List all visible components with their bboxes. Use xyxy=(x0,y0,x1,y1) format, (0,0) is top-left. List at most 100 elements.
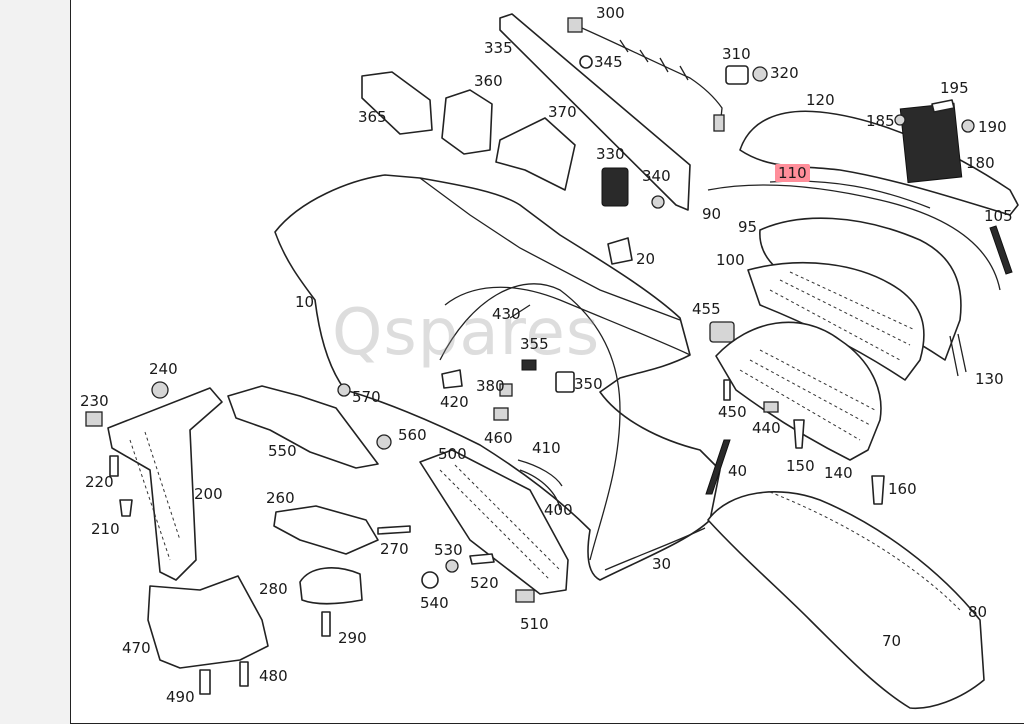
label-280: 280 xyxy=(259,580,288,598)
label-290: 290 xyxy=(338,629,367,647)
part-550-bracket xyxy=(227,385,379,469)
label-480: 480 xyxy=(259,667,288,685)
label-70: 70 xyxy=(882,632,902,650)
part-10-bumper-cover xyxy=(274,174,721,581)
part-300-connector xyxy=(567,17,583,33)
part-510-clip xyxy=(515,589,535,603)
part-320-ring xyxy=(752,66,768,82)
label-380: 380 xyxy=(476,377,505,395)
label-130: 130 xyxy=(975,370,1004,388)
part-450-screw xyxy=(723,379,731,401)
label-105: 105 xyxy=(984,207,1013,225)
label-95: 95 xyxy=(738,218,758,236)
label-210: 210 xyxy=(91,520,120,538)
part-140-mesh xyxy=(739,349,876,441)
part-130-strip xyxy=(949,333,967,377)
label-440: 440 xyxy=(752,419,781,437)
label-310: 310 xyxy=(722,45,751,63)
part-10-inner-edge xyxy=(419,177,681,321)
part-290-screw xyxy=(321,611,331,637)
label-560: 560 xyxy=(398,426,427,444)
label-140: 140 xyxy=(824,464,853,482)
part-150-screw xyxy=(793,419,805,449)
label-340: 340 xyxy=(642,167,671,185)
part-190-nut xyxy=(961,119,975,133)
label-120: 120 xyxy=(806,91,835,109)
label-360: 360 xyxy=(474,72,503,90)
part-200-bracket xyxy=(107,387,223,581)
part-100-ribs xyxy=(769,271,916,361)
label-180: 180 xyxy=(966,154,995,172)
part-30-strip xyxy=(604,527,706,571)
label-240: 240 xyxy=(149,360,178,378)
part-560-nut xyxy=(376,434,392,450)
label-260: 260 xyxy=(266,489,295,507)
label-410: 410 xyxy=(532,439,561,457)
part-70-valance xyxy=(707,491,985,710)
label-160: 160 xyxy=(888,480,917,498)
part-335-strip xyxy=(499,13,691,211)
part-440-plate xyxy=(763,401,779,413)
part-365-bracket xyxy=(361,71,433,135)
part-410-strip xyxy=(517,459,563,487)
part-460-clip xyxy=(493,407,509,421)
label-520: 520 xyxy=(470,574,499,592)
part-350-sensor xyxy=(555,371,575,393)
part-530-clip xyxy=(445,559,459,573)
label-150: 150 xyxy=(786,457,815,475)
label-470: 470 xyxy=(122,639,151,657)
label-530: 530 xyxy=(434,541,463,559)
label-550: 550 xyxy=(268,442,297,460)
label-420: 420 xyxy=(440,393,469,411)
part-380-clip xyxy=(499,383,513,397)
part-180-grille xyxy=(899,102,963,184)
part-300-branches xyxy=(619,39,689,81)
part-370-cover xyxy=(495,117,576,191)
label-10: 10 xyxy=(295,293,315,311)
label-110: 110 xyxy=(775,164,810,182)
label-300: 300 xyxy=(596,4,625,22)
part-500-ribs xyxy=(439,464,561,581)
label-490: 490 xyxy=(166,688,195,706)
part-195-bolt xyxy=(931,99,955,113)
part-105-strip xyxy=(989,225,1013,275)
part-280-duct xyxy=(299,567,363,605)
label-80: 80 xyxy=(968,603,988,621)
label-30: 30 xyxy=(652,555,672,573)
part-240-nut xyxy=(151,381,169,399)
label-40: 40 xyxy=(728,462,748,480)
part-230-clip xyxy=(85,411,103,427)
label-455: 455 xyxy=(692,300,721,318)
label-270: 270 xyxy=(380,540,409,558)
label-540: 540 xyxy=(420,594,449,612)
label-460: 460 xyxy=(484,429,513,447)
part-420-pin xyxy=(441,369,463,389)
part-160-screw xyxy=(871,475,885,505)
label-430: 430 xyxy=(492,305,521,323)
part-220-screw xyxy=(109,455,119,477)
label-185: 185 xyxy=(866,112,895,130)
part-270-screw xyxy=(377,525,411,535)
part-500-absorber xyxy=(419,449,569,595)
part-310-sensor xyxy=(725,65,749,85)
label-195: 195 xyxy=(940,79,969,97)
part-200-ribs xyxy=(129,431,181,561)
label-190: 190 xyxy=(978,118,1007,136)
label-230: 230 xyxy=(80,392,109,410)
label-370: 370 xyxy=(548,103,577,121)
label-355: 355 xyxy=(520,335,549,353)
part-345-clip xyxy=(579,55,593,69)
label-330: 330 xyxy=(596,145,625,163)
part-400-strip xyxy=(519,469,561,511)
label-510: 510 xyxy=(520,615,549,633)
part-330-unit xyxy=(601,167,629,207)
label-20: 20 xyxy=(636,250,656,268)
label-335: 335 xyxy=(484,39,513,57)
part-355-clip xyxy=(521,359,537,371)
part-490-screw xyxy=(199,669,211,695)
label-320: 320 xyxy=(770,64,799,82)
part-210-screw xyxy=(119,499,133,517)
label-500: 500 xyxy=(438,445,467,463)
part-520-screw xyxy=(469,553,495,565)
label-400: 400 xyxy=(544,501,573,519)
